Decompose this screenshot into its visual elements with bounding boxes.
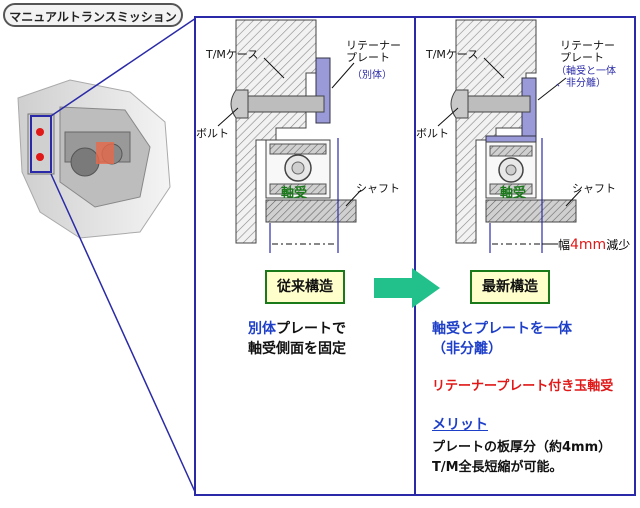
bolt-label-right: ボルト [416, 127, 449, 140]
merit-line1: プレートの板厚分（約4mm） [432, 440, 612, 455]
case-label-left: T/Mケース [206, 48, 259, 61]
retainer-note-left: （別体） [352, 70, 392, 81]
latest-structure-label: 最新構造 [470, 270, 550, 304]
conventional-structure-label: 従来構造 [265, 270, 345, 304]
shaft-label-right: シャフト [572, 182, 616, 195]
highlight-box [30, 115, 52, 173]
width-reduction-label: 幅4mm減少 [558, 237, 631, 253]
latest-structure-diagram [437, 19, 582, 253]
latest-description-line1: 軸受とプレートを一体 [432, 321, 572, 337]
bolt-label-left: ボルト [196, 127, 229, 140]
conventional-structure-diagram [217, 19, 362, 253]
retainer-note-right: （軸受と一体 、非分離） [556, 66, 616, 89]
conventional-description-line1: 別体プレートで [248, 321, 346, 337]
arrow-right-icon [374, 268, 440, 308]
bearing-label-right: 軸受 [500, 186, 527, 201]
conventional-description-line2: 軸受側面を固定 [248, 341, 346, 357]
bearing-label-left: 軸受 [281, 186, 308, 201]
case-label-right: T/Mケース [426, 48, 479, 61]
shaft-label-left: シャフト [356, 182, 400, 195]
merit-line2: T/M全長短縮が可能。 [432, 460, 563, 475]
retainer-label-right: リテーナー プレート [560, 39, 615, 64]
transmission-cutaway-image [17, 79, 171, 239]
retainer-label-left: リテーナー プレート [346, 39, 401, 64]
page-title: マニュアルトランスミッション [3, 3, 183, 27]
retainer-bearing-name: リテーナープレート付き玉軸受 [432, 379, 614, 394]
latest-description-line2: （非分離） [432, 341, 502, 357]
merit-title: メリット [432, 417, 488, 433]
